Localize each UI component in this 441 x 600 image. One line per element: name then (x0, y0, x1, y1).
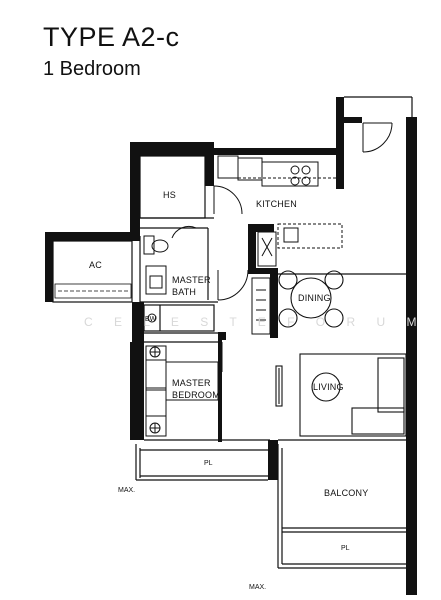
structural-walls (45, 97, 417, 595)
living-furniture (275, 353, 407, 437)
pl-label-lower: PL (341, 545, 350, 552)
watermark-text: C E L E S T E F O R U M (84, 315, 425, 329)
room-label-master-bedroom-1: MASTER (172, 378, 211, 388)
room-label-master-bedroom-2: BEDROOM (172, 390, 220, 400)
max-label-left: MAX. (118, 487, 135, 494)
bedroom-furniture (145, 345, 219, 437)
room-label-kitchen: KITCHEN (256, 199, 297, 209)
bath-fixtures (143, 235, 169, 323)
room-label-bw: BW (145, 316, 157, 323)
ac-ledge (54, 283, 132, 299)
max-label-bottom: MAX. (249, 584, 266, 591)
unit-bedroom-subtitle: 1 Bedroom (43, 58, 141, 80)
doors (171, 122, 393, 372)
room-label-hs: HS (163, 190, 176, 200)
unit-type-title: TYPE A2-c (43, 22, 180, 52)
dining-set (278, 270, 344, 328)
room-label-master-bath-1: MASTER (172, 275, 211, 285)
room-label-dining: DINING (298, 293, 331, 303)
pl-label-upper: PL (204, 460, 213, 467)
room-label-ac: AC (89, 260, 102, 270)
room-label-balcony: BALCONY (324, 488, 368, 498)
kitchen-fixtures (217, 155, 343, 335)
room-label-living: LIVING (313, 382, 344, 392)
room-label-master-bath-2: BATH (172, 287, 196, 297)
